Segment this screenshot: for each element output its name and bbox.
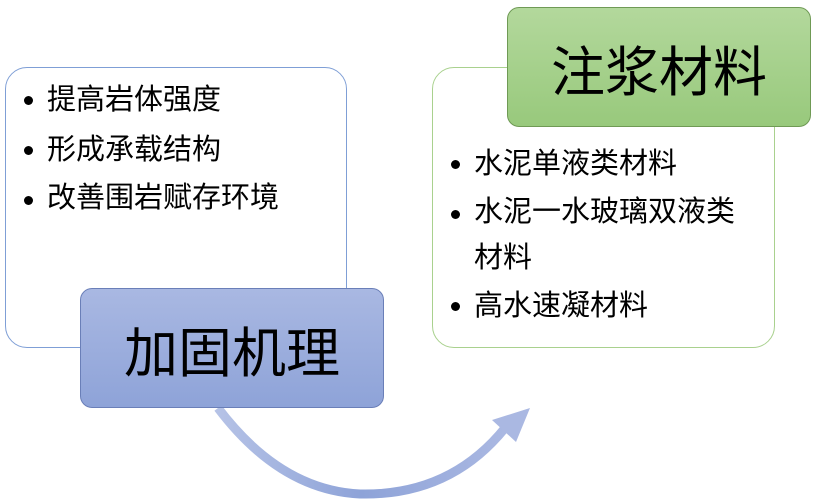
list-item: 水泥单液类材料 <box>438 138 758 188</box>
list-item: 形成承载结构 <box>11 124 331 174</box>
mechanism-title: 加固机理 <box>80 288 384 408</box>
materials-title: 注浆材料 <box>507 7 811 127</box>
list-item: 水泥一水玻璃双液类材料 <box>438 188 758 280</box>
arrowhead-icon <box>492 408 530 442</box>
list-item: 改善围岩赋存环境 <box>11 174 331 220</box>
list-item: 高水速凝材料 <box>438 280 758 330</box>
list-item: 提高岩体强度 <box>11 74 331 124</box>
